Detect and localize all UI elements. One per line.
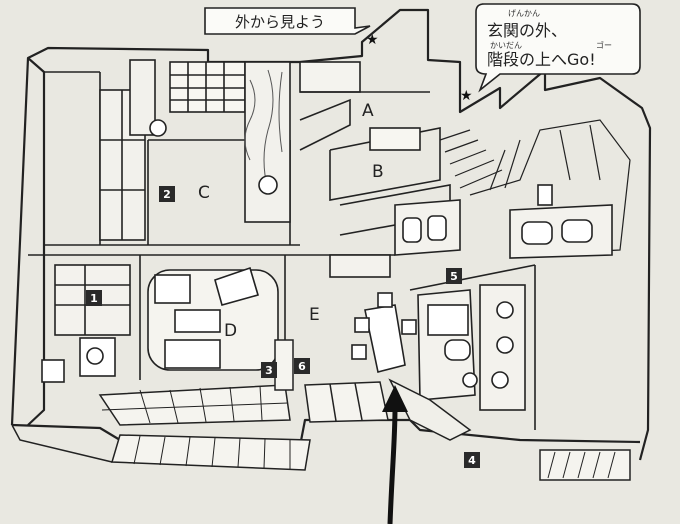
kitchen-counter [394, 184, 613, 259]
star-marker-2: ★ [460, 88, 473, 104]
marker-5-text: 5 [450, 270, 458, 283]
room-label-c: C [198, 183, 210, 203]
marker-5: 5 [446, 268, 462, 284]
room-ab-walls [299, 61, 631, 256]
entrance-callout-line1: 玄関の外、 [487, 21, 567, 40]
entrance-callout-line2: 階段の上へGo! [487, 50, 596, 69]
marker-2-text: 2 [163, 188, 171, 201]
marker-6: 6 [294, 358, 310, 374]
house-outline [10, 8, 652, 461]
room-e-walls [285, 254, 417, 373]
marker-3: 3 [261, 362, 277, 378]
marker-6-text: 6 [298, 360, 306, 373]
ruby-genkan: げんかん [508, 9, 540, 18]
marker-4: 4 [464, 452, 480, 468]
outside-callout [204, 7, 371, 35]
ruby-go: ゴー [596, 40, 612, 50]
room-label-b: B [372, 162, 384, 182]
room-label-e: E [309, 305, 320, 325]
room-c-walls [44, 59, 300, 246]
entrance-callout [475, 3, 641, 93]
marker-4-text: 4 [468, 454, 476, 467]
room-label-a: A [362, 101, 374, 121]
star-marker-1: ★ [366, 32, 379, 48]
room-d-walls [28, 254, 286, 420]
marker-1-text: 1 [90, 292, 98, 305]
entrance-area [11, 339, 631, 481]
room-label-d: D [224, 321, 237, 341]
entrance-arrow [382, 385, 408, 524]
kitchen-right [409, 264, 536, 430]
outside-callout-text: 外から見よう [235, 13, 325, 31]
ruby-kaidan: かいだん [490, 41, 522, 50]
marker-2: 2 [159, 186, 175, 202]
marker-1: 1 [86, 290, 102, 306]
marker-3-text: 3 [265, 364, 273, 377]
